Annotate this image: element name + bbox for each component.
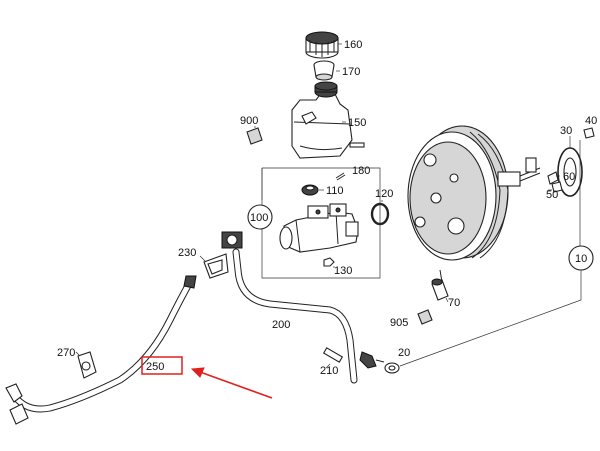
reservoir-clip[interactable] <box>246 127 263 145</box>
label-160: 160 <box>344 39 362 51</box>
brake-master-cylinder[interactable] <box>279 203 359 253</box>
label-900: 900 <box>240 115 258 127</box>
label-180: 180 <box>352 165 370 177</box>
booster-nut[interactable] <box>583 127 595 139</box>
hose-pin[interactable] <box>322 347 344 363</box>
hose-holder[interactable] <box>77 351 97 379</box>
vacuum-line[interactable] <box>221 231 358 384</box>
label-40: 40 <box>585 115 597 127</box>
highlight-box <box>141 356 183 375</box>
reservoir-cap[interactable] <box>305 31 339 59</box>
label-230: 230 <box>178 247 196 259</box>
label-100: 100 <box>250 212 268 224</box>
label-20: 20 <box>398 347 410 359</box>
label-60: 60 <box>563 171 575 183</box>
brake-booster[interactable] <box>407 125 541 261</box>
label-70: 70 <box>448 297 460 309</box>
label-210: 210 <box>320 365 338 377</box>
retaining-pin[interactable] <box>335 172 346 181</box>
sensor-clip[interactable] <box>417 309 433 325</box>
bolt[interactable] <box>551 181 563 193</box>
label-110: 110 <box>326 185 344 197</box>
label-250[interactable]: 250 <box>146 361 164 373</box>
hose-clip[interactable] <box>203 253 229 279</box>
label-200: 200 <box>272 319 290 331</box>
master-cylinder-group-frame <box>261 167 381 279</box>
label-170: 170 <box>342 66 360 78</box>
gasket[interactable] <box>557 147 583 197</box>
pushrod-clip[interactable] <box>547 171 559 185</box>
label-150: 150 <box>348 117 366 129</box>
check-valve[interactable] <box>359 351 385 369</box>
label-10: 10 <box>575 253 587 265</box>
callout-circle-100 <box>247 204 273 230</box>
grommet[interactable] <box>301 184 319 196</box>
vacuum-sensor[interactable] <box>431 269 449 301</box>
nut[interactable] <box>323 257 335 267</box>
vacuum-hose[interactable] <box>5 275 197 425</box>
sealing-washer[interactable] <box>384 362 400 374</box>
label-270: 270 <box>57 347 75 359</box>
label-130: 130 <box>334 265 352 277</box>
highlight-arrow <box>190 367 273 399</box>
label-120: 120 <box>375 188 393 200</box>
label-50: 50 <box>546 189 558 201</box>
label-905: 905 <box>390 317 408 329</box>
label-30: 30 <box>560 125 572 137</box>
reservoir-filter[interactable] <box>313 60 335 81</box>
brake-fluid-reservoir[interactable] <box>291 81 365 159</box>
